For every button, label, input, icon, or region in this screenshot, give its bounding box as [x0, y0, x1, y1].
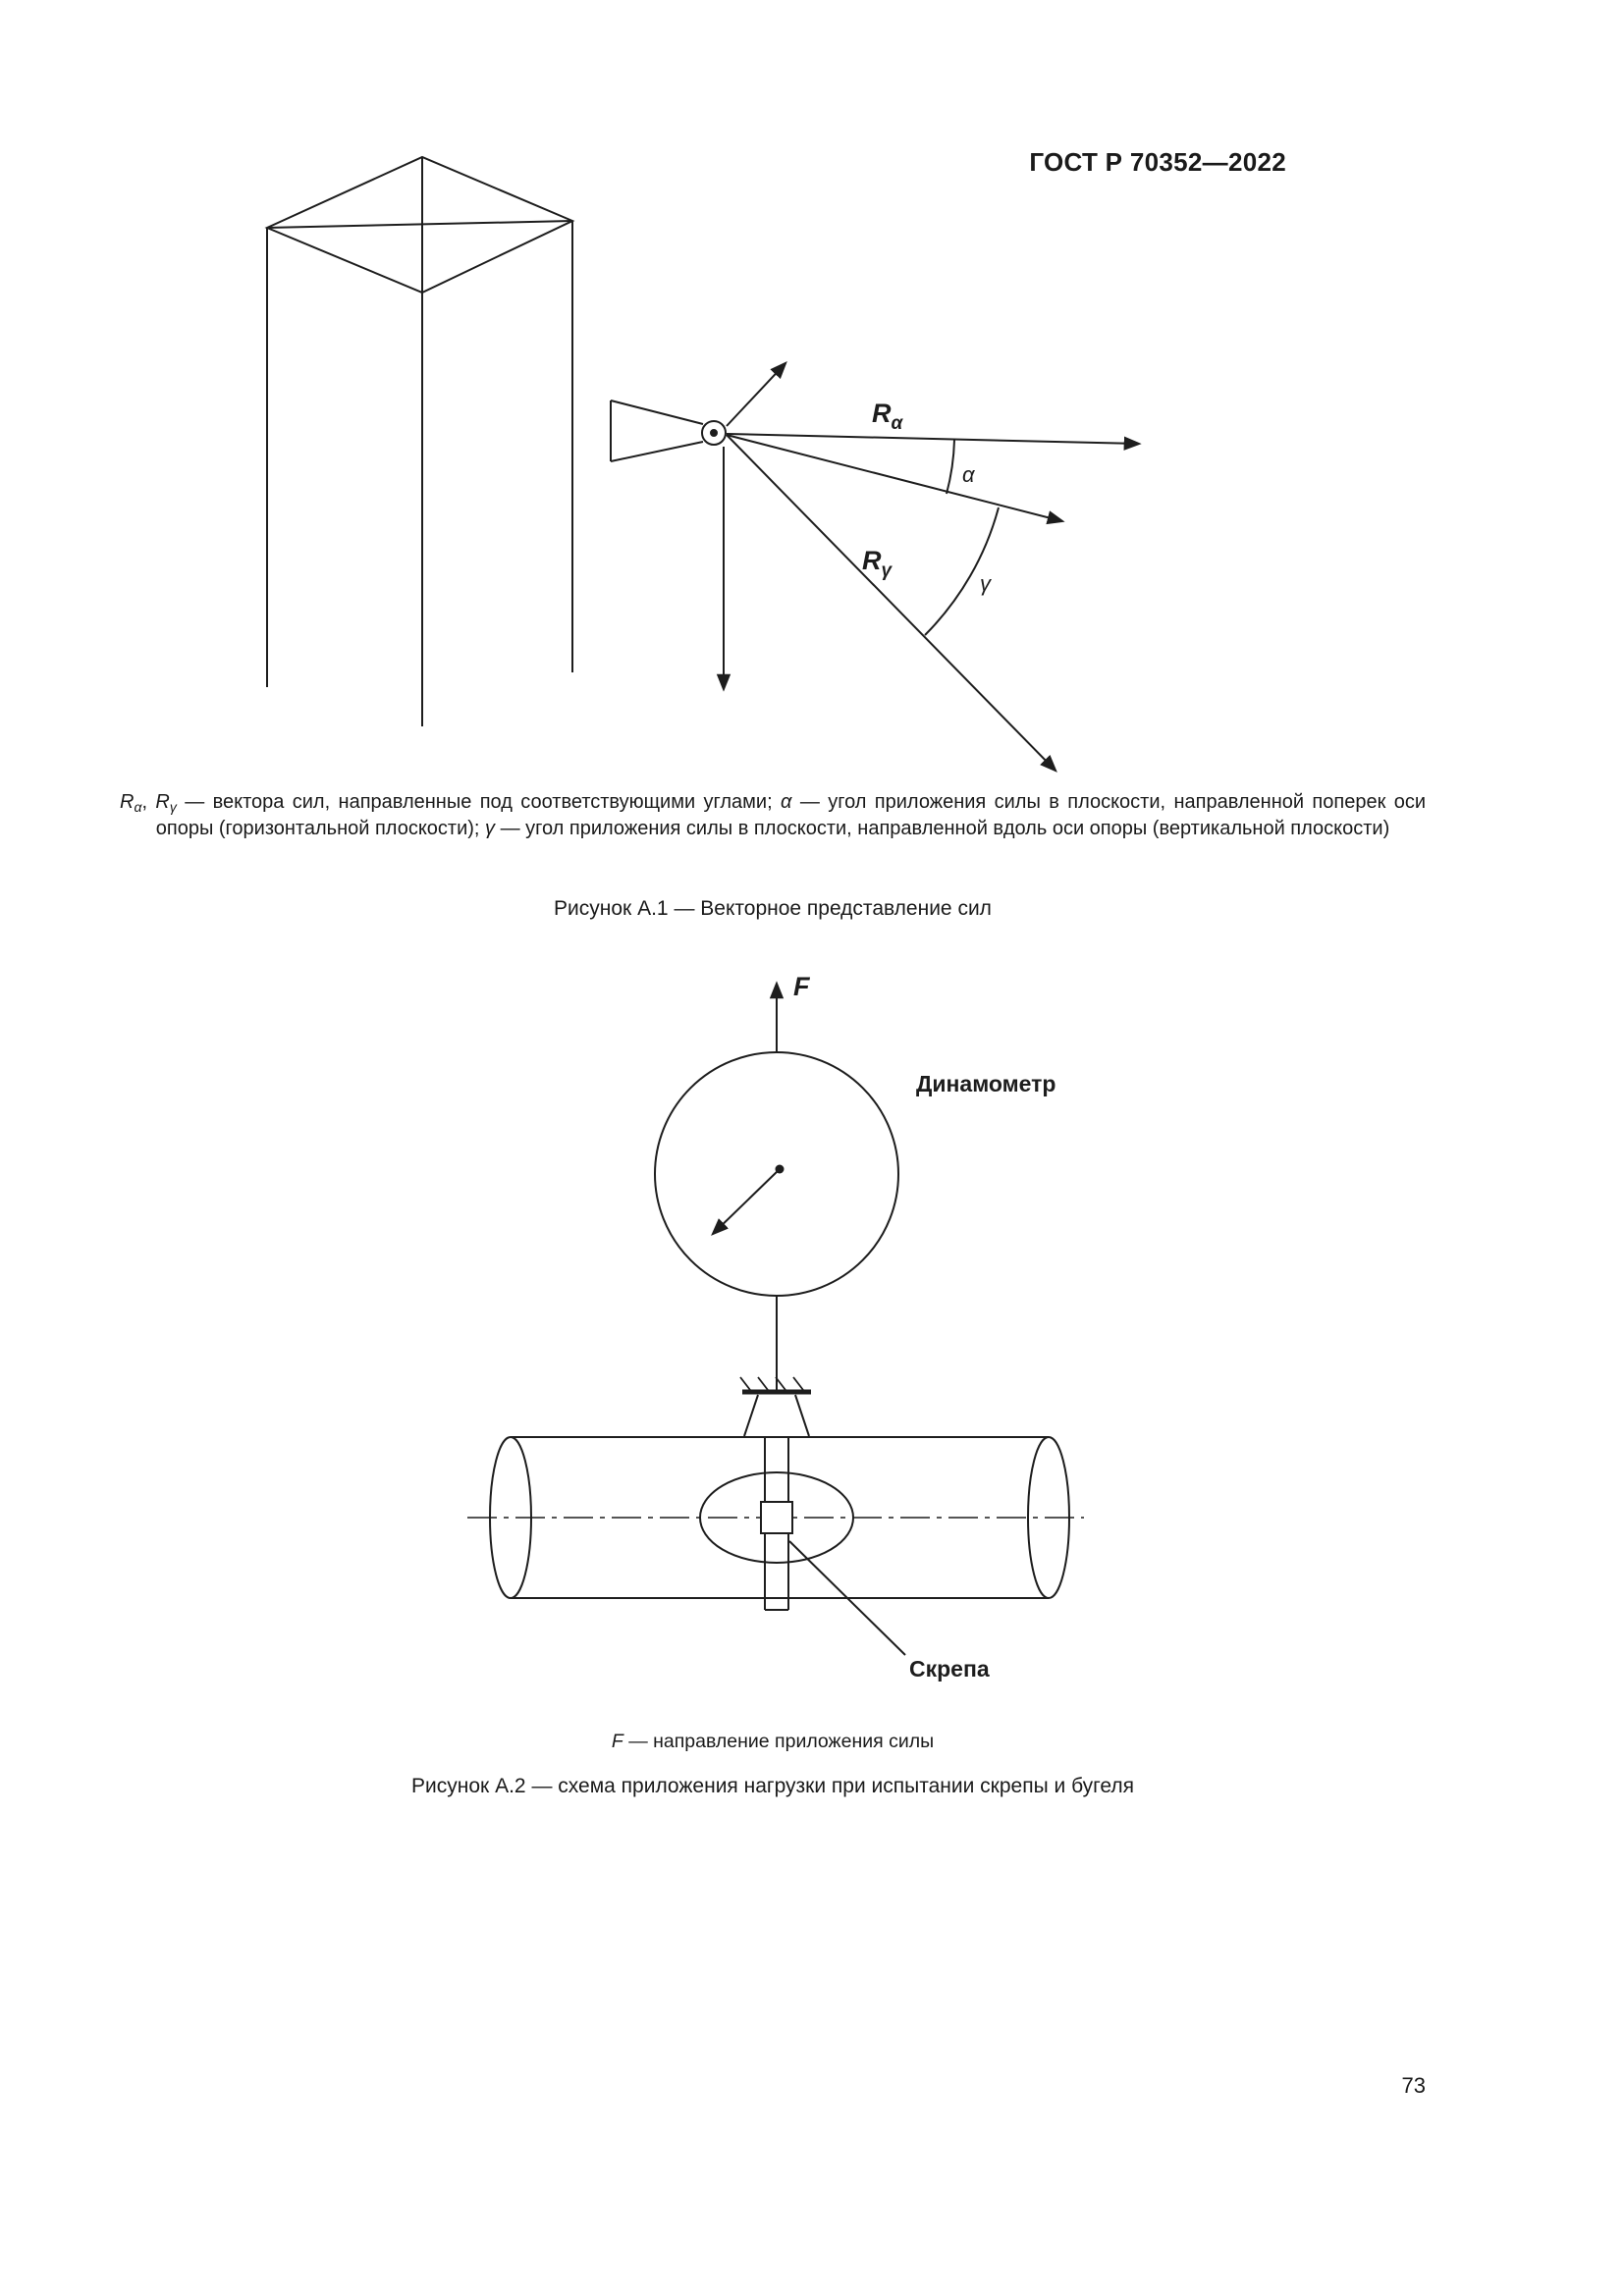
legend-segment: — угол приложения силы в плоскости, напр…: [495, 818, 1390, 840]
alpha-label: α: [962, 462, 976, 487]
bugel-body: [743, 1394, 810, 1437]
figure-a2-caption: Рисунок А.2 — схема приложения нагрузки …: [411, 1775, 1134, 1797]
alpha-arc: [946, 439, 955, 495]
r-gamma-label: Rγ: [862, 546, 893, 581]
page-number: 73: [1401, 2073, 1426, 2098]
legend-segment: ,: [141, 791, 156, 813]
legend-segment: — вектора сил, направленные под соответс…: [176, 791, 782, 813]
legend-segment: R: [155, 791, 170, 813]
figure-a2-drawing: F Динамометр Скрепа: [467, 972, 1084, 1682]
dynamometer-circle: [654, 1051, 899, 1297]
page-header: ГОСТ Р 70352—2022: [1029, 147, 1286, 177]
vector-r-gamma: [726, 434, 1057, 773]
bracket: [610, 400, 704, 462]
pole-top-diagonal-1: [266, 220, 573, 229]
clamp-nut: [760, 1501, 793, 1534]
hinge-dot: [710, 429, 718, 437]
figure-a2-legend: F — направление приложения силы: [120, 1730, 1426, 1754]
figure-a1-caption: Рисунок А.1 — Векторное представление си…: [554, 897, 992, 920]
legend-segment: α: [134, 799, 142, 816]
gamma-label: γ: [980, 571, 993, 596]
legend-segment: γ: [485, 818, 496, 840]
hinge-circle: [701, 420, 727, 446]
gamma-arc: [924, 507, 1000, 636]
clamp-leader-line: [788, 1540, 906, 1656]
dynamometer-center-dot: [775, 1164, 785, 1174]
legend-segment: α: [781, 791, 792, 813]
legend-segment: R: [120, 791, 135, 813]
legend-segment: F: [611, 1731, 623, 1752]
r-alpha-label: Rα: [872, 399, 904, 434]
vector-alpha-direction: [726, 434, 1065, 525]
clamp-label: Скрепа: [909, 1656, 990, 1682]
force-label: F: [793, 972, 811, 1001]
dynamometer-needle: [711, 1168, 781, 1236]
dynamometer-label: Динамометр: [916, 1071, 1056, 1096]
vector-r-alpha: [726, 433, 1142, 451]
legend-segment: γ: [169, 799, 177, 816]
figure-a1-legend: Rα, Rγ — вектора сил, направленные под с…: [120, 789, 1426, 841]
clamp-ellipse: [699, 1471, 854, 1564]
legend-segment: — направление приложения силы: [623, 1731, 935, 1752]
figure-a1-drawing: Rα α Rγ γ: [264, 155, 1142, 773]
vector-up-right: [726, 361, 787, 427]
bugel-hatch-ticks: [739, 1376, 804, 1391]
legend-segment: — угол приложения силы в плоскости, напр…: [155, 791, 1426, 840]
